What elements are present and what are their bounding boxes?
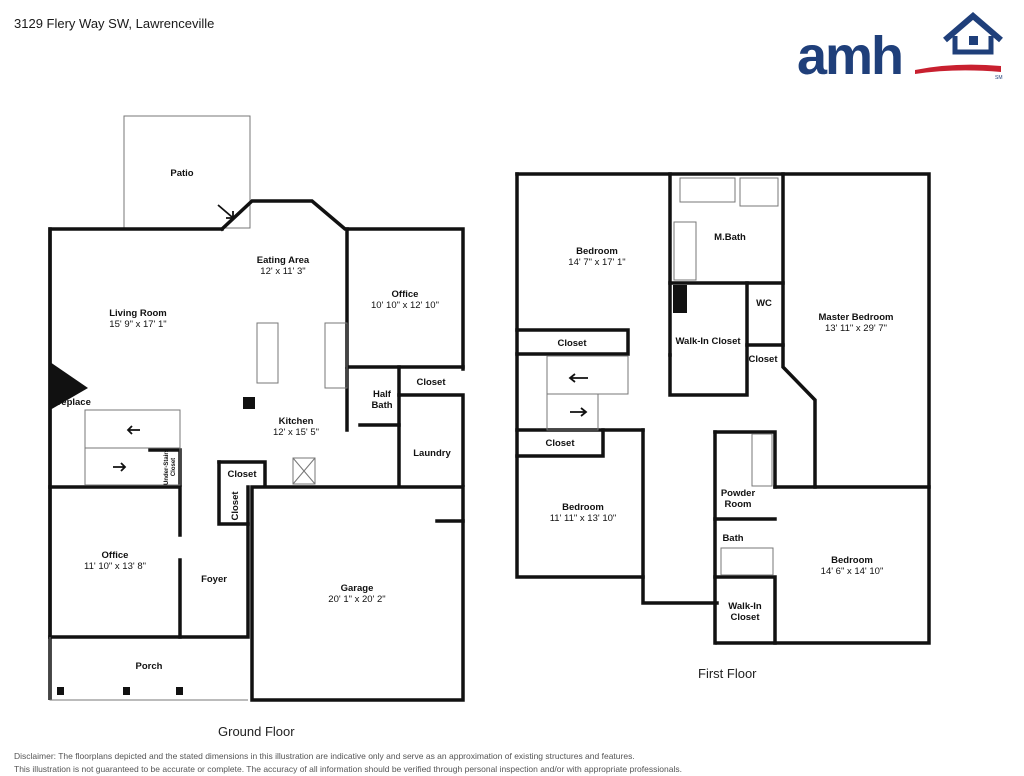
amh-logo: amh SM [797,12,1003,82]
disclaimer-line-1: Disclaimer: The floorplans depicted and … [14,751,635,761]
room-label: Master Bedroom [819,312,894,323]
room-label: Foyer [201,574,227,585]
stair-down-arrow-icon [126,425,140,435]
room-label: Kitchen [279,416,314,427]
room-dimensions: 13' 11" x 29' 7" [825,323,887,334]
room-label: Bath [722,533,743,544]
room-dimensions: 11' 10" x 13' 8" [84,561,146,572]
room-dimensions: 10' 10" x 12' 10" [371,300,439,311]
logo-service-mark: SM [995,75,1003,81]
fireplace-mark [50,362,88,410]
first-floor-caption: First Floor [698,666,757,681]
room-dimensions: 15' 9" x 17' 1" [109,319,166,330]
room-label: Fireplace [49,397,91,408]
room-label: Under-Stairs [164,448,170,485]
property-address: 3129 Flery Way SW, Lawrenceville [14,16,215,31]
room-label: Patio [170,168,193,179]
room-label: Closet [227,469,257,480]
room-label: Walk-In Closet [675,336,741,347]
ground-floor-caption: Ground Floor [218,724,295,739]
room-label: Office [102,550,129,561]
room-label: M.Bath [714,232,746,243]
room-label: Porch [136,661,163,672]
room-dimensions: 14' 7" x 17' 1" [568,257,625,268]
room-label: Closet [545,438,575,449]
room-label: Closet [748,354,778,365]
room-label: Walk-In [728,601,762,612]
room-label: Eating Area [257,255,310,266]
stair-arrow-icon [568,373,588,383]
room-dimensions: 12' x 11' 3" [260,266,305,277]
patio-door-arrow-icon [217,204,234,219]
room-label: WC [756,298,772,309]
room-label: Bedroom [576,246,618,257]
room-label: Living Room [109,308,167,319]
stair-up-arrow-icon [113,462,127,472]
room-label: Room [725,499,752,510]
room-dimensions: 20' 1" x 20' 2" [328,594,385,605]
room-label: Closet [730,612,760,623]
room-label: Bedroom [831,555,873,566]
room-label: Laundry [413,448,451,459]
house-roof-icon [943,12,1003,43]
logo-swoosh [915,64,1001,74]
room-label: Closet [230,491,241,521]
ground-floor-labels: Patio Eating Area 12' x 11' 3" Living Ro… [49,168,451,672]
room-dimensions: 14' 6" x 14' 10" [821,566,884,577]
logo-wordmark: amh [797,26,902,82]
room-label: Closet [557,338,587,349]
room-label: Half [373,389,392,400]
room-dimensions: 11' 11" x 13' 10" [550,513,617,524]
room-label: Office [392,289,419,300]
disclaimer: Disclaimer: The floorplans depicted and … [14,750,1014,776]
stair-arrow-icon [570,407,588,417]
disclaimer-line-2: This illustration is not guaranteed to b… [14,764,682,774]
room-label: Bedroom [562,502,604,513]
room-dimensions: 12' x 15' 5" [273,427,319,438]
first-floor-plan [515,172,931,645]
room-label: Bath [371,400,392,411]
room-label: Closet [171,458,177,476]
room-label: Garage [341,583,374,594]
room-label: Powder [721,488,756,499]
ground-floor-plan [48,115,465,702]
first-floor-labels: Bedroom 14' 7" x 17' 1" M.Bath WC Master… [545,232,893,623]
room-label: Closet [416,377,446,388]
